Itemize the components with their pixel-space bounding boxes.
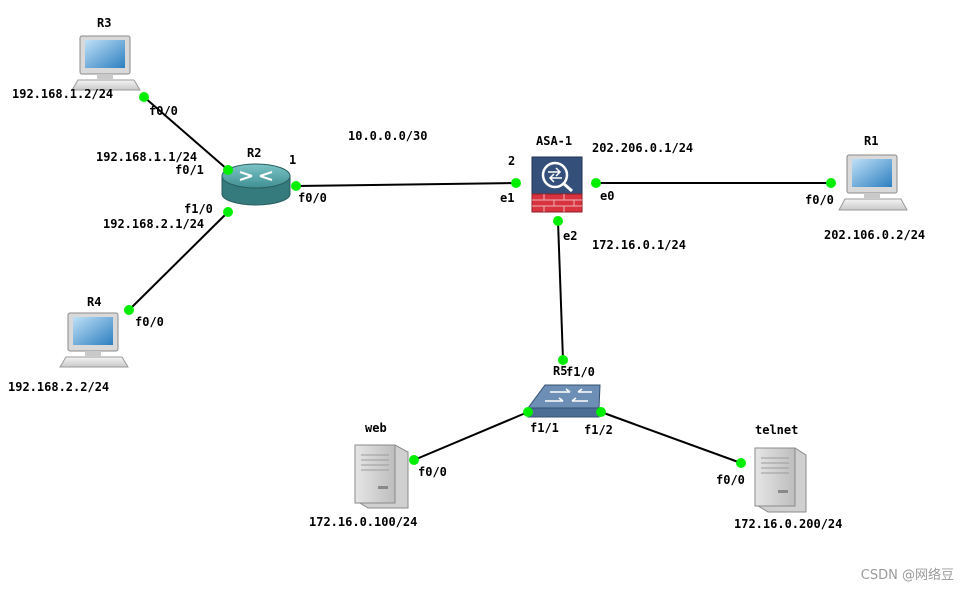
port-dot-telnet-f0-0 xyxy=(736,458,746,468)
r1-name: R1 xyxy=(864,134,878,148)
r5-switch-icon[interactable] xyxy=(527,384,601,418)
link-r5-web xyxy=(413,411,529,461)
link-asa-r5 xyxy=(557,220,564,361)
r2-f0-0-port: f0/0 xyxy=(298,191,327,205)
asa-e2-ip: 172.16.0.1/24 xyxy=(592,238,686,252)
r3-name: R3 xyxy=(97,16,111,30)
port-dot-asa-e1 xyxy=(511,178,521,188)
telnet-server-icon[interactable] xyxy=(754,447,807,513)
r2-f0-1-ip: 192.168.1.1/24 xyxy=(96,150,197,164)
asa-e1-number: 2 xyxy=(508,154,515,168)
r2-f0-1-port: f0/1 xyxy=(175,163,204,177)
link-r3-r2 xyxy=(143,96,229,171)
port-dot-r2-f0-0 xyxy=(291,181,301,191)
port-dot-asa-e0 xyxy=(591,178,601,188)
port-dot-r3-f0-0 xyxy=(139,92,149,102)
telnet-name: telnet xyxy=(755,423,798,437)
port-dot-web-f0-0 xyxy=(409,455,419,465)
r2-name: R2 xyxy=(247,146,261,160)
web-name: web xyxy=(365,421,387,435)
web-port: f0/0 xyxy=(418,465,447,479)
network-label: 10.0.0.0/30 xyxy=(348,129,427,143)
r4-ip: 192.168.2.2/24 xyxy=(8,380,109,394)
asa-name: ASA-1 xyxy=(536,134,572,148)
asa-e0-ip: 202.206.0.1/24 xyxy=(592,141,693,155)
asa-e2-port: e2 xyxy=(563,229,577,243)
r2-router-icon[interactable] xyxy=(221,163,291,206)
r3-port: f0/0 xyxy=(149,104,178,118)
port-dot-asa-e2 xyxy=(553,216,563,226)
port-dot-r4-f0-0 xyxy=(124,305,134,315)
port-dot-r5-f1-2 xyxy=(596,407,606,417)
r3-pc-icon[interactable] xyxy=(71,35,141,91)
port-dot-r5-f1-1 xyxy=(523,407,533,417)
r4-port: f0/0 xyxy=(135,315,164,329)
link-r5-telnet xyxy=(600,411,742,464)
watermark: CSDN @网络豆 xyxy=(860,568,954,583)
asa-firewall-icon[interactable] xyxy=(531,156,583,213)
link-r4-r2 xyxy=(128,211,229,311)
port-dot-r1-f0-0 xyxy=(826,178,836,188)
r4-name: R4 xyxy=(87,295,101,309)
r3-ip: 192.168.1.2/24 xyxy=(12,87,113,101)
r2-link-number: 1 xyxy=(289,153,296,167)
r4-pc-icon[interactable] xyxy=(59,312,129,368)
telnet-port: f0/0 xyxy=(716,473,745,487)
asa-e1-port: e1 xyxy=(500,191,514,205)
port-dots xyxy=(124,92,836,468)
r1-ip: 202.106.0.2/24 xyxy=(824,228,925,242)
port-dot-r5-f1-0 xyxy=(558,355,568,365)
asa-e0-port: e0 xyxy=(600,189,614,203)
web-ip: 172.16.0.100/24 xyxy=(309,515,417,529)
r5-f1-2-port: f1/2 xyxy=(584,423,613,437)
r2-f1-0-port: f1/0 xyxy=(184,202,213,216)
telnet-ip: 172.16.0.200/24 xyxy=(734,517,842,531)
r5-f1-1-port: f1/1 xyxy=(530,421,559,435)
port-dot-r2-f0-1 xyxy=(223,165,233,175)
r1-pc-icon[interactable] xyxy=(838,154,908,211)
r2-f1-0-ip: 192.168.2.1/24 xyxy=(103,217,204,231)
web-server-icon[interactable] xyxy=(354,444,409,509)
r5-f1-0-port: f1/0 xyxy=(566,365,595,379)
link-r2-asa xyxy=(295,182,517,187)
port-dot-r2-f1-0 xyxy=(223,207,233,217)
r1-port: f0/0 xyxy=(805,193,834,207)
r5-name: R5 xyxy=(553,364,567,378)
